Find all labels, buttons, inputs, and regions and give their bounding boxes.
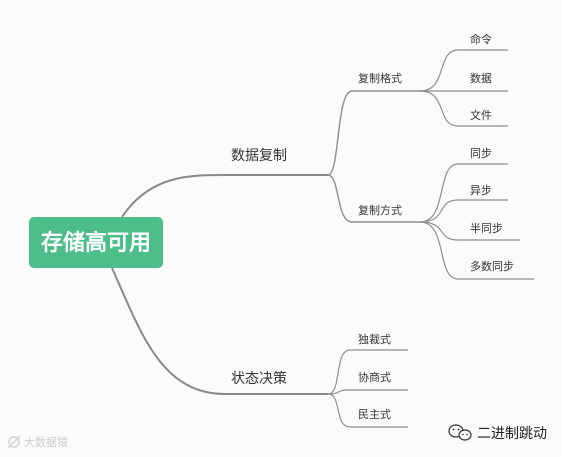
node-label-replication-method: 复制方式 [358,203,402,217]
edge-decision-negotiation [327,389,408,395]
edge-format-file [419,90,508,127]
branch-label-state-decision: 状态决策 [231,370,287,387]
leaf-label-semisync: 半同步 [470,221,503,235]
brand: 二进制跳动 [448,424,547,442]
edge-root-state-decision [111,267,328,395]
edge-method-semisync [419,221,520,241]
edge-method-majority [419,221,534,280]
leaf-label-async: 异步 [470,184,492,197]
leaf-label-majority-sync: 多数同步 [470,259,514,273]
leaf-label-dictator: 独裁式 [358,333,391,346]
branch-label-data-replication: 数据复制 [231,147,287,164]
leaf-label-file: 文件 [470,108,492,122]
watermark-text: 大数据猿 [24,435,68,449]
edge-decision-democracy [327,393,408,428]
edge-root-data-replication [121,174,328,218]
edge-format-command [419,49,508,92]
brand-name: 二进制跳动 [477,426,547,442]
leaf-label-data: 数据 [470,71,492,85]
node-label-replication-format: 复制格式 [358,71,402,85]
leaf-label-democracy: 民主式 [358,408,391,421]
edge-data-replication-format [327,90,420,176]
leaf-label-sync: 同步 [470,147,492,160]
wechat-icon [448,424,472,441]
leaf-label-negotiation: 协商式 [358,370,391,384]
edge-method-async [419,199,508,223]
leaf-label-command: 命令 [470,32,492,46]
root-node: 存储高可用 [29,217,163,268]
edge-data-replication-method [327,174,420,223]
edge-method-sync [419,163,508,223]
edge-decision-dictator [327,349,408,395]
root-label: 存储高可用 [41,230,151,256]
watermark: 大数据猿 [7,435,68,449]
watermark-logo-icon [7,435,21,449]
